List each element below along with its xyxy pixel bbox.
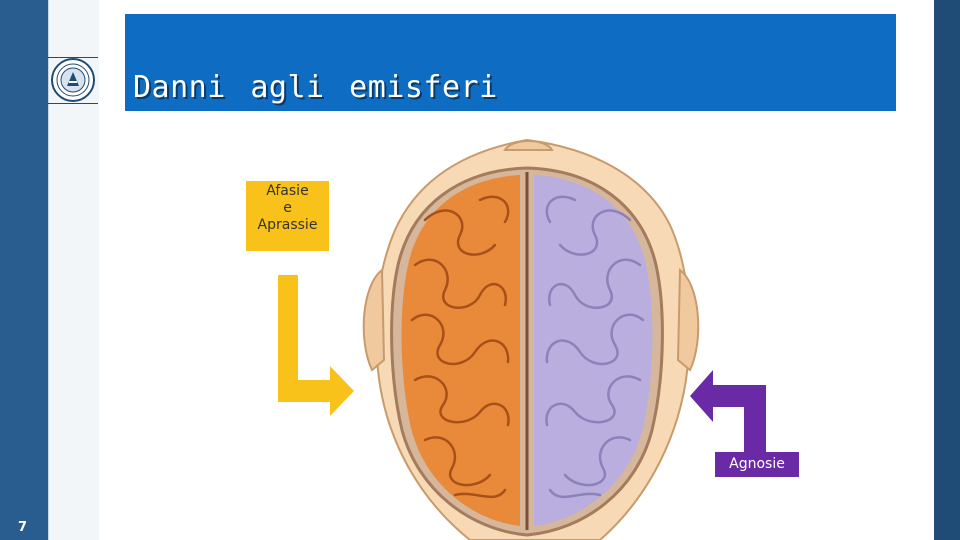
- title-bar: Danni agli emisferi: [125, 14, 896, 111]
- left-decorative-band: [0, 0, 48, 540]
- right-decorative-band: [934, 0, 960, 540]
- right-ear: [676, 268, 700, 372]
- label-afasie-aprassie: Afasie e Aprassie: [246, 181, 329, 251]
- brain-diagram: [278, 138, 766, 540]
- left-ear: [362, 268, 386, 372]
- university-seal-icon: [51, 58, 95, 102]
- right-arrow: [690, 370, 766, 452]
- page-number: 7: [18, 520, 28, 535]
- slide-title: Danni agli emisferi: [133, 70, 498, 105]
- left-gyri: [410, 195, 510, 499]
- logo-bottom-rule: [48, 103, 98, 104]
- left-arrow: [278, 275, 354, 416]
- nose: [503, 140, 554, 151]
- right-gyri: [545, 195, 645, 499]
- logo-top-rule: [48, 57, 98, 58]
- label-agnosie: Agnosie: [715, 452, 799, 477]
